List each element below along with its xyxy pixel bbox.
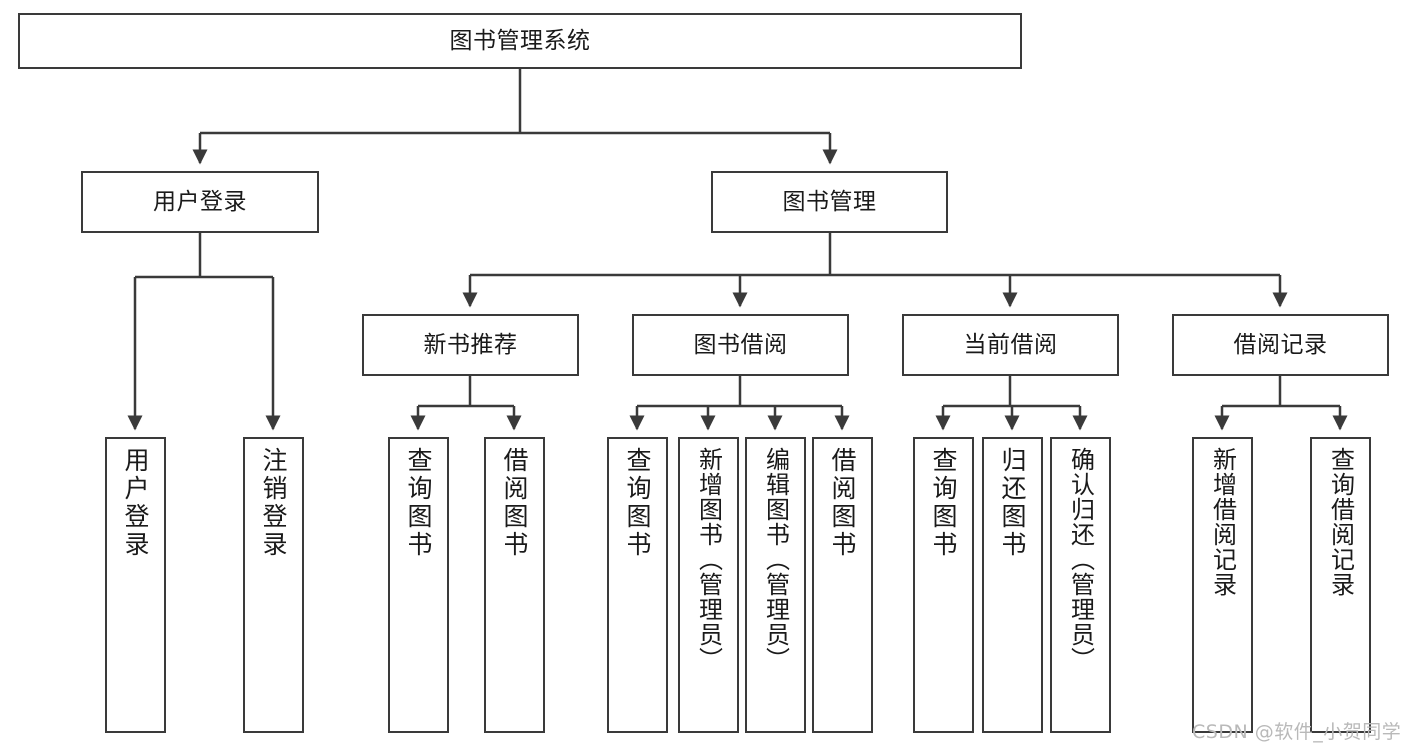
node-label: 归还图书: [998, 447, 1027, 559]
node-leaf-query-book-recommend[interactable]: 查询图书: [388, 437, 449, 733]
node-borrow-record[interactable]: 借阅记录: [1172, 314, 1389, 376]
node-root-system[interactable]: 图书管理系统: [18, 13, 1022, 69]
node-label: 用户登录: [121, 447, 150, 559]
node-label: 查询图书: [623, 447, 652, 559]
node-label: 新增借阅记录: [1208, 447, 1237, 597]
node-leaf-edit-book-admin[interactable]: 编辑图书（管理员）: [745, 437, 806, 733]
node-label: 编辑图书（管理员）: [761, 447, 790, 672]
node-current-borrow[interactable]: 当前借阅: [902, 314, 1119, 376]
node-leaf-query-borrow-record[interactable]: 查询借阅记录: [1310, 437, 1371, 733]
node-label: 借阅图书: [828, 447, 857, 559]
node-label: 新增图书（管理员）: [694, 447, 723, 672]
node-leaf-confirm-return-admin[interactable]: 确认归还（管理员）: [1050, 437, 1111, 733]
node-book-borrow[interactable]: 图书借阅: [632, 314, 849, 376]
node-leaf-user-logout[interactable]: 注销登录: [243, 437, 304, 733]
node-label: 新书推荐: [423, 331, 518, 358]
node-label: 查询图书: [929, 447, 958, 559]
node-label: 图书管理: [782, 188, 877, 215]
node-label: 图书管理系统: [449, 27, 591, 54]
node-label: 当前借阅: [963, 331, 1058, 358]
node-leaf-query-book-current[interactable]: 查询图书: [913, 437, 974, 733]
node-new-book-recommend[interactable]: 新书推荐: [362, 314, 579, 376]
node-leaf-add-borrow-record[interactable]: 新增借阅记录: [1192, 437, 1253, 733]
node-label: 注销登录: [259, 447, 288, 559]
node-leaf-borrow-book[interactable]: 借阅图书: [812, 437, 873, 733]
node-leaf-borrow-book-recommend[interactable]: 借阅图书: [484, 437, 545, 733]
node-label: 查询图书: [404, 447, 433, 559]
node-leaf-return-book[interactable]: 归还图书: [982, 437, 1043, 733]
node-label: 借阅记录: [1233, 331, 1328, 358]
node-label: 借阅图书: [500, 447, 529, 559]
node-label: 图书借阅: [693, 331, 788, 358]
node-label: 查询借阅记录: [1326, 447, 1355, 597]
node-label: 确认归还（管理员）: [1066, 447, 1095, 672]
node-leaf-query-book-borrow[interactable]: 查询图书: [607, 437, 668, 733]
node-book-manage[interactable]: 图书管理: [711, 171, 948, 233]
node-label: 用户登录: [153, 188, 247, 215]
node-user-login[interactable]: 用户登录: [81, 171, 319, 233]
node-leaf-user-login[interactable]: 用户登录: [105, 437, 166, 733]
node-leaf-add-book-admin[interactable]: 新增图书（管理员）: [678, 437, 739, 733]
